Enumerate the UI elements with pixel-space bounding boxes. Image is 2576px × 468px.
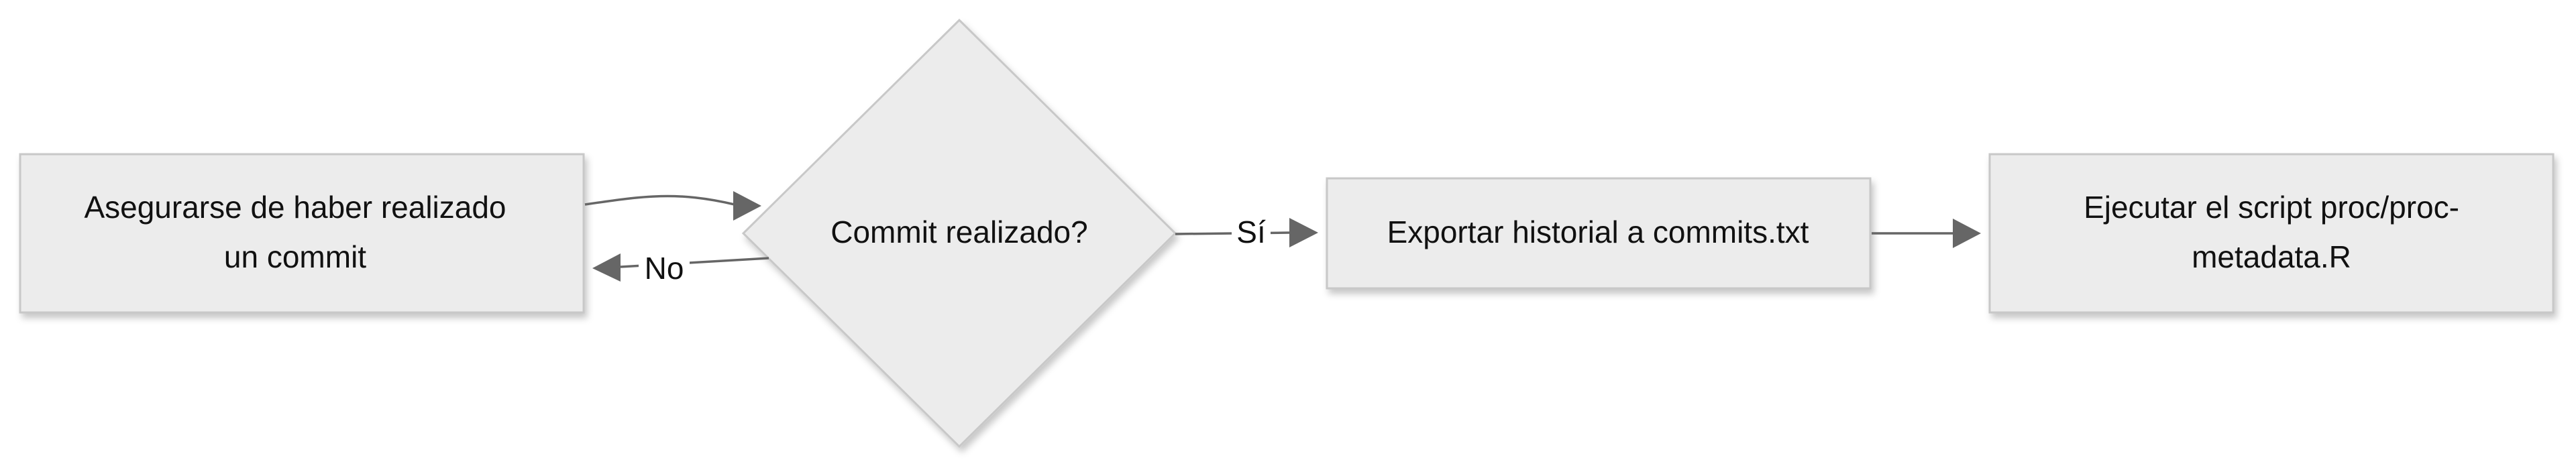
edge-label-yes: Sí <box>1236 215 1266 249</box>
node-run-script[interactable]: Ejecutar el script proc/proc- metadata.R <box>1988 153 2555 314</box>
edge-label-no: No <box>645 251 684 286</box>
node-run-script-line2: metadata.R <box>2192 239 2351 274</box>
arrowhead-icon <box>1953 219 1981 248</box>
arrowhead-icon <box>592 253 621 282</box>
edge-decision-yes: Sí <box>1175 213 1318 252</box>
node-decision-label: Commit realizado? <box>830 215 1087 249</box>
arrowhead-icon <box>1289 218 1318 247</box>
edge-decision-no: No <box>592 249 769 287</box>
node-ensure-commit[interactable]: Asegurarse de haber realizado un commit <box>19 153 585 314</box>
node-ensure-commit-line2: un commit <box>224 239 366 274</box>
edge-commit-to-decision <box>584 191 761 221</box>
node-export-history[interactable]: Exportar historial a commits.txt <box>1326 177 1872 290</box>
edge-export-to-script <box>1872 219 1981 248</box>
arrowhead-icon <box>733 191 761 221</box>
node-decision-commit-done[interactable]: Commit realizado? <box>741 18 1177 449</box>
node-export-history-label: Exportar historial a commits.txt <box>1387 215 1809 249</box>
node-ensure-commit-line1: Asegurarse de haber realizado <box>84 190 506 225</box>
node-run-script-line1: Ejecutar el script proc/proc- <box>2084 190 2459 225</box>
